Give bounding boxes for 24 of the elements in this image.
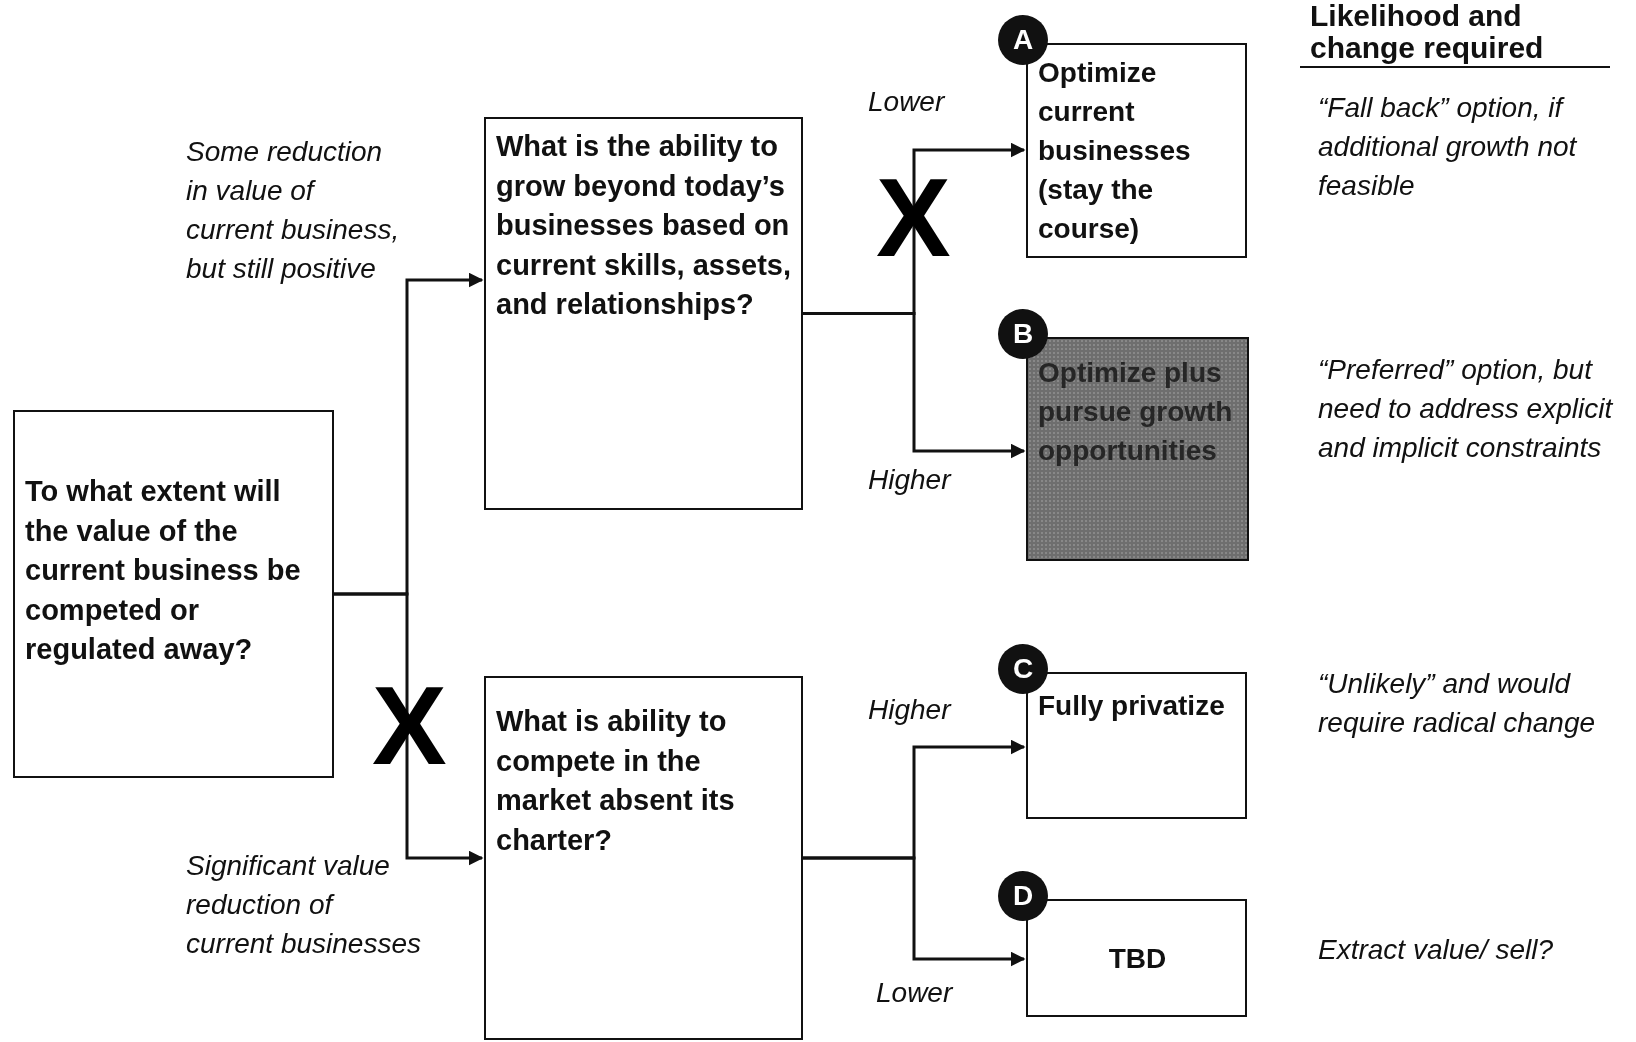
box-text: TBD: [1107, 942, 1168, 976]
edge-label: Lower: [868, 85, 947, 119]
edge-label: Higher: [868, 693, 953, 727]
letter-badge: B: [998, 309, 1048, 359]
box-text: What is the ability to grow beyond today’s businesses based on current skills, assets, and relationships?: [496, 129, 792, 322]
connector-arrow: [803, 856, 1026, 967]
box-text: What is ability to compete in the market absent its charter?: [496, 704, 736, 858]
likelihood-note: “Fall back” option, if additional growth not feasible: [1318, 91, 1578, 203]
column-header: Likelihood and change required: [1300, 0, 1610, 68]
question-box: [13, 410, 334, 778]
box-text: Optimize plus pursue growth opportunities: [1038, 356, 1234, 468]
likelihood-note: “Unlikely” and would require radical change: [1318, 667, 1597, 740]
connector-arrow: [803, 312, 1026, 459]
edge-label: Lower: [876, 976, 955, 1010]
box-text: To what extent will the value of the current business be competed or regulated away?: [25, 474, 302, 667]
question-box: [484, 676, 803, 1040]
edge-label: Some reduction in value of current business, but still positive: [186, 135, 401, 286]
edge-label: Significant value reduction of current businesses: [186, 849, 422, 961]
letter-badge: C: [998, 644, 1048, 694]
letter-badge: D: [998, 871, 1048, 921]
likelihood-note: Extract value/ sell?: [1318, 933, 1554, 967]
likelihood-note: “Preferred” option, but need to address explicit and implicit constraints: [1318, 353, 1614, 465]
question-box: [484, 117, 803, 510]
edge-label: Higher: [868, 463, 953, 497]
